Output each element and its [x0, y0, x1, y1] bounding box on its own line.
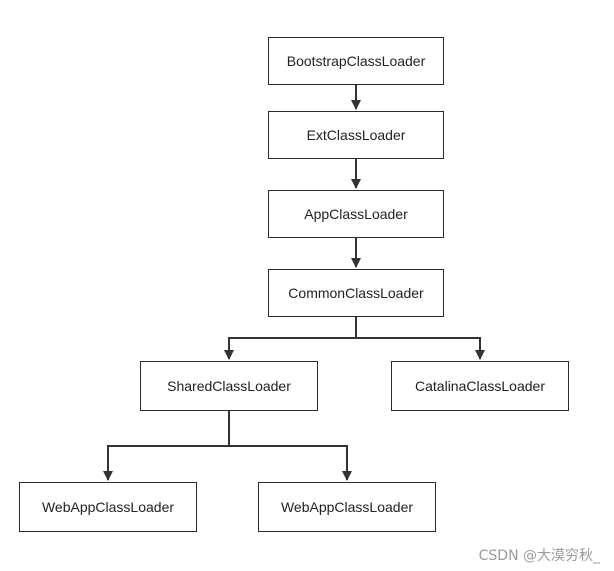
- edge-common-to-shared: [224, 317, 357, 360]
- node-label: ExtClassLoader: [306, 127, 406, 143]
- node-catalina-classloader: CatalinaClassLoader: [391, 361, 569, 411]
- node-shared-classloader: SharedClassLoader: [140, 361, 318, 411]
- edge-common-to-catalina: [356, 337, 485, 360]
- node-label: WebAppClassLoader: [280, 499, 414, 515]
- node-label: WebAppClassLoader: [41, 499, 175, 515]
- node-app-classloader: AppClassLoader: [268, 190, 444, 238]
- node-common-classloader: CommonClassLoader: [268, 269, 444, 317]
- node-label: CatalinaClassLoader: [415, 378, 545, 394]
- edge-shared-to-webapp2: [229, 445, 352, 481]
- node-webapp-classloader-1: WebAppClassLoader: [19, 482, 197, 532]
- node-ext-classloader: ExtClassLoader: [268, 111, 444, 159]
- node-bootstrap-classloader: BootstrapClassLoader: [268, 37, 444, 85]
- node-label: AppClassLoader: [304, 206, 408, 222]
- edge-shared-to-webapp1: [103, 411, 230, 481]
- node-label: SharedClassLoader: [167, 378, 291, 394]
- node-label: BootstrapClassLoader: [286, 53, 426, 69]
- node-webapp-classloader-2: WebAppClassLoader: [258, 482, 436, 532]
- node-label: CommonClassLoader: [288, 285, 424, 301]
- watermark-text: CSDN @大漠穷秋_: [478, 548, 600, 564]
